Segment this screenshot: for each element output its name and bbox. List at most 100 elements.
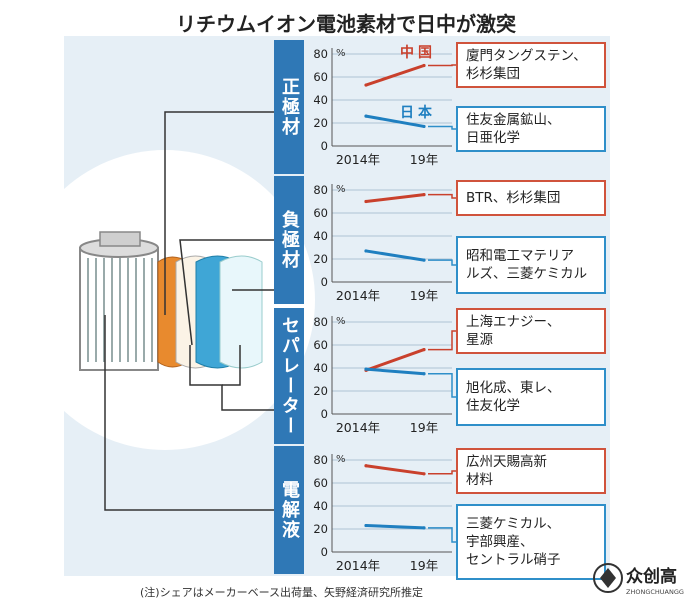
series-line-japan <box>364 524 426 530</box>
series-line-china <box>364 193 426 203</box>
company-box-china: 廈門タングステン、杉杉集団 <box>456 42 606 88</box>
x-tick-label: 2014年 <box>336 152 380 167</box>
tab-cathode: 正極材 <box>274 40 304 174</box>
connector-line <box>428 373 456 398</box>
company-name: 上海エナジー、 <box>466 314 561 330</box>
watermark-text: 众创高 <box>626 566 677 587</box>
y-tick-label: 40 <box>313 499 328 513</box>
data-point <box>422 526 426 530</box>
series-line-china <box>364 64 426 87</box>
y-tick-label: 20 <box>313 116 328 130</box>
company-name: 宇部興産、 <box>466 534 534 550</box>
company-name: 旭化成、東レ、 <box>466 380 561 396</box>
y-tick-label: 80 <box>313 453 328 467</box>
y-tick-label: 0 <box>321 545 328 559</box>
company-name: 広州天賜高新 <box>466 454 547 470</box>
company-name: 住友化学 <box>466 398 520 414</box>
watermark-logo: 众创高 ZHONGCHUANGGAO <box>593 563 684 596</box>
chart-plot: 0 20 40 60 80% 2014年 19年 <box>313 47 456 167</box>
x-tick-label: 19年 <box>410 558 438 573</box>
data-point <box>422 193 426 197</box>
company-names: 昭和電工マテリアルズ、三菱ケミカル <box>466 247 587 283</box>
data-point <box>422 258 426 262</box>
connector-line <box>428 125 456 130</box>
company-name: 廈門タングステン、 <box>466 48 587 64</box>
company-box-japan: 旭化成、東レ、住友化学 <box>456 368 606 426</box>
company-box-china: 広州天賜高新材料 <box>456 448 606 494</box>
connector-line <box>428 193 456 199</box>
x-tick-label: 19年 <box>410 288 438 303</box>
tab-separator-label: セパレーター <box>279 316 300 436</box>
y-unit-label: % <box>336 48 346 59</box>
y-tick-label: 0 <box>321 407 328 421</box>
y-unit-label: % <box>336 316 346 327</box>
y-tick-label: 20 <box>313 522 328 536</box>
data-point <box>364 523 368 528</box>
y-tick-label: 80 <box>313 315 328 329</box>
x-tick-label: 19年 <box>410 152 438 167</box>
y-tick-label: 60 <box>313 206 328 220</box>
data-point <box>364 83 368 87</box>
x-tick-label: 2014年 <box>336 288 380 303</box>
data-point <box>422 348 426 352</box>
separator-layer-2 <box>219 255 263 369</box>
y-tick-label: 0 <box>321 139 328 153</box>
data-point <box>422 472 426 476</box>
series-line-japan <box>364 114 426 128</box>
chart-electrolyte: 0 20 40 60 80% 2014年 19年 広州天賜高新材料三菱ケミカル、宇部興産、セン… <box>304 446 610 580</box>
leader-lines <box>104 111 274 511</box>
company-box-japan: 三菱ケミカル、宇部興産、セントラル硝子 <box>456 504 606 580</box>
data-point <box>364 367 368 371</box>
company-names: 住友金属鉱山、日亜化学 <box>466 111 561 147</box>
company-name: ルズ、三菱ケミカル <box>466 266 588 282</box>
company-name: 星源 <box>466 332 493 348</box>
company-name: 三菱ケミカル、 <box>466 516 561 532</box>
footnote: (注)シェアはメーカーベース出荷量、矢野経済研究所推定 <box>140 586 424 599</box>
connector-line <box>428 259 456 266</box>
cell-cap <box>99 231 141 247</box>
x-tick-label: 2014年 <box>336 558 380 573</box>
connector-line <box>428 64 456 67</box>
chart-plot: 0 20 40 60 80% 2014年 19年 <box>313 453 456 573</box>
series-line-china <box>364 348 426 372</box>
y-tick-label: 80 <box>313 47 328 61</box>
y-tick-label: 0 <box>321 275 328 289</box>
tab-anode-label: 負極材 <box>279 210 300 270</box>
tab-electrolyte: 電解液 <box>274 446 304 574</box>
company-names: BTR、杉杉集団 <box>466 189 560 207</box>
data-point <box>422 63 426 68</box>
y-tick-label: 60 <box>313 476 328 490</box>
company-names: 三菱ケミカル、宇部興産、セントラル硝子 <box>466 515 561 569</box>
page-title: リチウムイオン電池素材で日中が激突 <box>176 12 516 36</box>
data-point <box>422 124 426 129</box>
company-names: 広州天賜高新材料 <box>466 453 547 489</box>
company-name: セントラル硝子 <box>466 552 561 568</box>
y-tick-label: 60 <box>313 70 328 84</box>
company-names: 上海エナジー、星源 <box>466 313 560 349</box>
series-line-japan <box>364 367 426 376</box>
series-line-japan <box>364 249 426 262</box>
company-name: 昭和電工マテリア <box>466 248 574 264</box>
company-name: 住友金属鉱山、 <box>466 112 561 128</box>
y-tick-label: 40 <box>313 93 328 107</box>
y-tick-label: 20 <box>313 384 328 398</box>
company-name: BTR、杉杉集団 <box>466 190 561 206</box>
series-label-japan: 日本 <box>400 105 436 121</box>
data-point <box>422 372 426 376</box>
y-tick-label: 40 <box>313 361 328 375</box>
connector-line <box>428 527 456 543</box>
company-name: 日亜化学 <box>466 130 520 146</box>
y-unit-label: % <box>336 454 346 465</box>
cell-stripes <box>87 258 153 362</box>
y-tick-label: 20 <box>313 252 328 266</box>
y-tick-label: 60 <box>313 338 328 352</box>
watermark-subtext: ZHONGCHUANGGAO <box>626 588 684 596</box>
company-names: 旭化成、東レ、住友化学 <box>466 379 561 415</box>
data-point <box>364 114 368 118</box>
